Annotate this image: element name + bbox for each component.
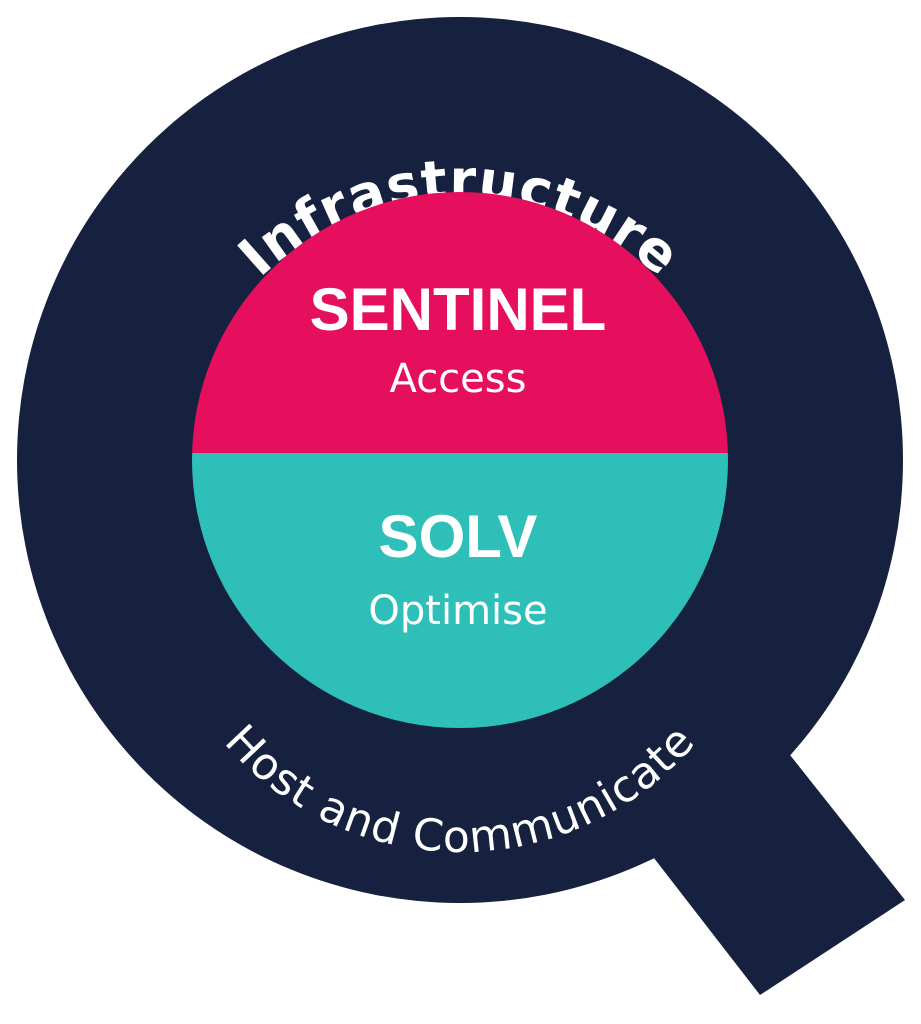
segment-sentinel-subtitle: Access bbox=[390, 356, 527, 402]
segment-solv-title: SOLV bbox=[379, 503, 538, 570]
segment-solv-subtitle: Optimise bbox=[368, 588, 547, 634]
segment-sentinel-title: SENTINEL bbox=[310, 276, 607, 343]
